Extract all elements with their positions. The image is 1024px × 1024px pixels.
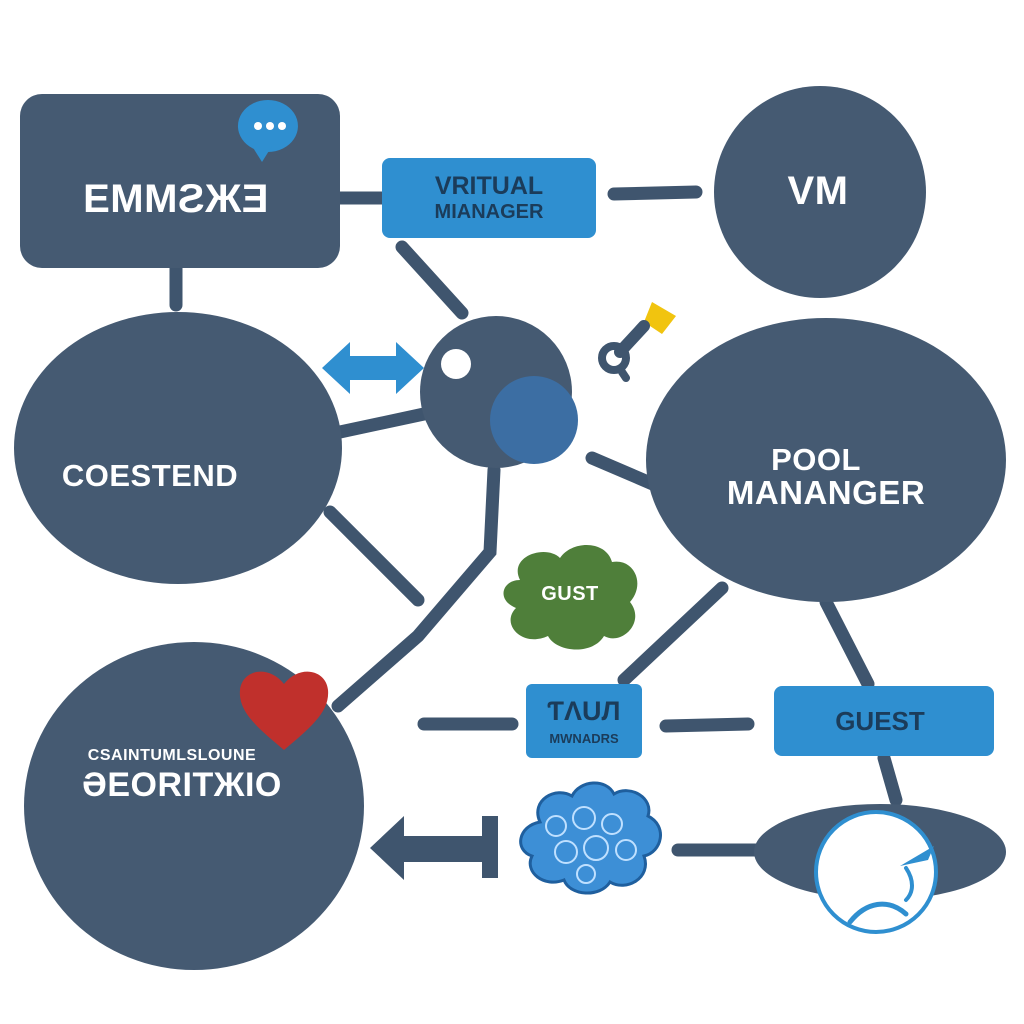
hub-sphere-icon[interactable]: [420, 316, 578, 468]
connector-coestend-down: [323, 505, 425, 607]
virtual-manager-line2: MIANAGER: [435, 201, 544, 223]
small-manager-tag[interactable]: ƬΛUЛ MWNADRS: [526, 684, 642, 758]
connector-hub-seoritkio: [331, 463, 501, 713]
gust-label: GUST: [541, 583, 599, 605]
pool-manager-oval: [646, 318, 1006, 602]
vm-node[interactable]: VM: [714, 86, 926, 298]
gust-cloud-shape: [503, 544, 638, 650]
globe-node[interactable]: [754, 804, 1006, 934]
globe-icon: [814, 810, 938, 934]
chat-bubble-icon: [237, 100, 298, 162]
small-manager-line1: ƬΛUЛ: [548, 696, 621, 726]
connector-small-manager-guest: [659, 717, 755, 733]
connector-virtual-hub: [395, 240, 469, 320]
guest-tag[interactable]: GUEST: [774, 686, 994, 756]
connectors: [169, 185, 903, 857]
pool-manager-node[interactable]: POOL MANANGER: [646, 318, 1006, 602]
pool-manager-line2: MANANGER: [727, 474, 925, 511]
connector-virtual-vm: [607, 185, 703, 201]
small-manager-box: [526, 684, 642, 758]
connector-pool-small-manager: [617, 581, 729, 687]
virtual-manager-line1: VRITUAL: [435, 172, 543, 200]
heart-icon: [239, 671, 329, 750]
hub-sphere-highlight: [441, 349, 471, 379]
coestend-oval: [14, 312, 342, 584]
blue-cloud-icon: [519, 781, 662, 895]
virtual-manager-tag[interactable]: VRITUAL MIANAGER: [382, 158, 596, 238]
vm-circle: [714, 86, 926, 298]
coestend-label: COESTEND: [62, 458, 238, 493]
connector-guest-globe: [877, 751, 903, 807]
coestend-node[interactable]: COESTEND: [14, 312, 342, 584]
key-icon: [598, 302, 676, 382]
double-arrow-icon: [322, 342, 424, 394]
small-manager-line2: MWNADRS: [549, 731, 619, 746]
pool-manager-line1: POOL: [771, 442, 861, 477]
guest-label: GUEST: [835, 706, 925, 736]
virtual-manager-box: [382, 158, 596, 238]
vm-label: VM: [788, 169, 849, 213]
gust-cloud-node[interactable]: GUST: [503, 544, 638, 650]
connector-pool-guest: [819, 595, 875, 691]
seoritkio-subtitle: CSAINTUMLSLOUNE: [88, 747, 256, 764]
hub-sphere-shade: [490, 376, 578, 464]
left-arrow-icon: [370, 816, 498, 880]
guest-box: [774, 686, 994, 756]
seoritkio-label: ƏEORITЖIO: [82, 766, 282, 804]
connector-coestend-hub: [333, 407, 431, 439]
emm-label: EMMƧЖƎ: [83, 177, 269, 221]
